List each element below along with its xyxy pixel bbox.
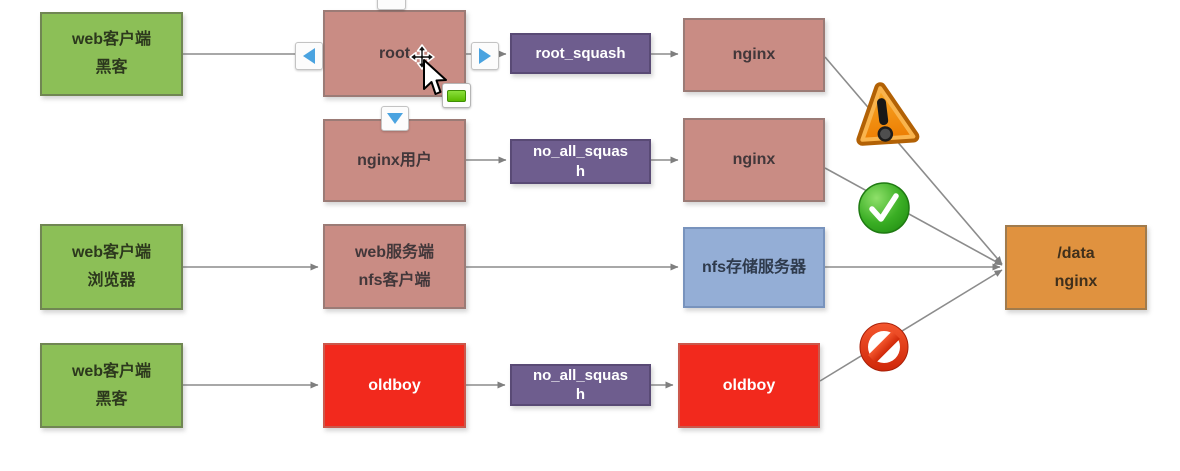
down-arrow-button[interactable]: [381, 106, 409, 131]
node-no-all-squash-1[interactable]: no_all_squas h: [510, 139, 651, 184]
node-label: nginx: [732, 46, 776, 63]
pointer-cursor-icon: [423, 59, 447, 95]
node-label: 浏览器: [87, 272, 136, 289]
node-label: 黑客: [95, 390, 128, 408]
node-label: nfs存储服务器: [701, 258, 806, 276]
up-arrow-button[interactable]: [377, 0, 406, 10]
node-label: nginx: [1054, 272, 1098, 290]
node-no-all-squash-2[interactable]: no_all_squas h: [510, 364, 651, 406]
node-web-client-browser[interactable]: web客户端 浏览器: [40, 224, 183, 310]
node-label: oldboy: [722, 376, 776, 394]
node-label: root_squash: [535, 44, 626, 62]
node-label: /data: [1057, 244, 1095, 262]
node-label: root: [378, 44, 411, 62]
node-label: nginx: [732, 151, 776, 168]
left-arrow-icon: [303, 48, 315, 64]
node-web-client-hacker-2[interactable]: web客户端 黑客: [40, 343, 183, 428]
resize-handle[interactable]: [442, 83, 471, 108]
node-label: 黑客: [95, 59, 128, 76]
node-label: no_all_squas: [532, 366, 629, 384]
node-label: oldboy: [368, 376, 421, 394]
node-nginx-2[interactable]: nginx: [683, 118, 825, 202]
node-nginx-user[interactable]: nginx用户: [323, 119, 466, 202]
down-arrow-icon: [387, 113, 403, 124]
node-web-server-nfs-client[interactable]: web服务端 nfs客户端: [323, 224, 466, 309]
node-label: web服务端: [354, 243, 435, 261]
node-label: web客户端: [71, 31, 152, 48]
node-oldboy-1[interactable]: oldboy: [323, 343, 466, 428]
node-root[interactable]: root: [323, 10, 466, 97]
node-label: web客户端: [71, 244, 152, 261]
node-web-client-hacker-1[interactable]: web客户端 黑客: [40, 12, 183, 96]
right-arrow-button[interactable]: [471, 42, 499, 70]
node-label: h: [575, 162, 586, 180]
node-nginx-1[interactable]: nginx: [683, 18, 825, 92]
node-label: nginx用户: [357, 151, 432, 169]
resize-handle-icon: [447, 89, 466, 102]
check-icon[interactable]: [856, 180, 912, 236]
warning-icon[interactable]: [845, 76, 923, 162]
left-arrow-button[interactable]: [295, 42, 323, 70]
node-nfs-storage-server[interactable]: nfs存储服务器: [683, 227, 825, 308]
node-label: h: [575, 386, 586, 403]
node-label: nfs客户端: [358, 271, 431, 289]
node-root-squash[interactable]: root_squash: [510, 33, 651, 74]
node-label: no_all_squas: [532, 143, 629, 160]
move-cursor-icon: [409, 44, 435, 70]
node-oldboy-2[interactable]: oldboy: [678, 343, 820, 428]
prohibited-icon[interactable]: [856, 320, 912, 376]
node-data-nginx[interactable]: /data nginx: [1005, 225, 1147, 310]
cursor-overlay: [409, 44, 447, 95]
node-label: web客户端: [71, 362, 152, 380]
right-arrow-icon: [479, 48, 491, 64]
